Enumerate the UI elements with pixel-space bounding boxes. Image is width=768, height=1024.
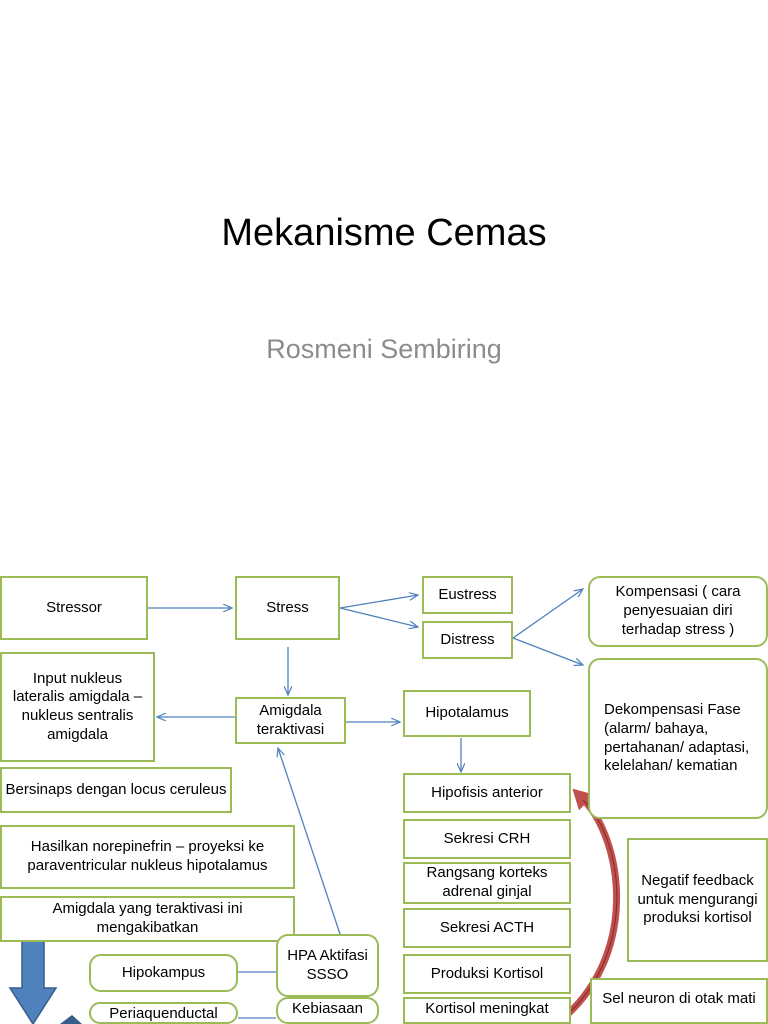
box-sel-neuron: Sel neuron di otak mati [590,978,768,1024]
box-kortisol-meningkat: Kortisol meningkat [403,997,571,1024]
arrow-stress-eustress [339,595,418,609]
box-bersinaps: Bersinaps dengan locus ceruleus [0,767,232,813]
box-hipotalamus: Hipotalamus [403,690,531,737]
slide-title: Mekanisme Cemas [221,212,547,254]
box-distress: Distress [422,621,513,659]
box-eustress: Eustress [422,576,513,614]
box-hpa-aktifasi: HPA Aktifasi SSSO [276,934,379,997]
feedback-arrow-edge [555,799,618,1024]
box-amigdala-teraktivasi: Amigdala teraktivasi [235,697,346,744]
arrow-distress-kompensasi [512,589,583,639]
box-hasilkan-norepinefrin: Hasilkan norepinefrin – proyeksi ke para… [0,825,295,889]
arrow-hpa-amigdala [278,748,341,935]
box-stressor: Stressor [0,576,148,640]
box-amigdala-yang-teraktivasi: Amigdala yang teraktivasi ini mengakibat… [0,896,295,942]
slide-subtitle: Rosmeni Sembiring [266,334,502,364]
down-arrow-shape [8,939,58,1024]
box-hipokampus: Hipokampus [89,954,238,992]
box-produksi-kortisol: Produksi Kortisol [403,954,571,994]
box-periaquenductal: Periaquenductal [89,1002,238,1024]
box-sekresi-acth: Sekresi ACTH [403,908,571,948]
box-negatif-feedback: Negatif feedback untuk mengurangi produk… [627,838,768,962]
box-stress: Stress [235,576,340,640]
box-kebiasaan: Kebiasaan [276,997,379,1024]
box-sekresi-crh: Sekresi CRH [403,819,571,859]
box-input-nukleus: Input nukleus lateralis amigdala – nukle… [0,652,155,762]
box-rangsang-korteks: Rangsang korteks adrenal ginjal [403,862,571,904]
down-arrow-shape-2 [60,1015,82,1024]
box-dekompensasi: Dekompensasi Fase (alarm/ bahaya, pertah… [588,658,768,819]
arrow-distress-dekompensasi [512,637,583,665]
box-kompensasi: Kompensasi ( cara penyesuaian diri terha… [588,576,768,647]
box-hipofisis-anterior: Hipofisis anterior [403,773,571,813]
arrow-stress-distress [339,607,418,627]
